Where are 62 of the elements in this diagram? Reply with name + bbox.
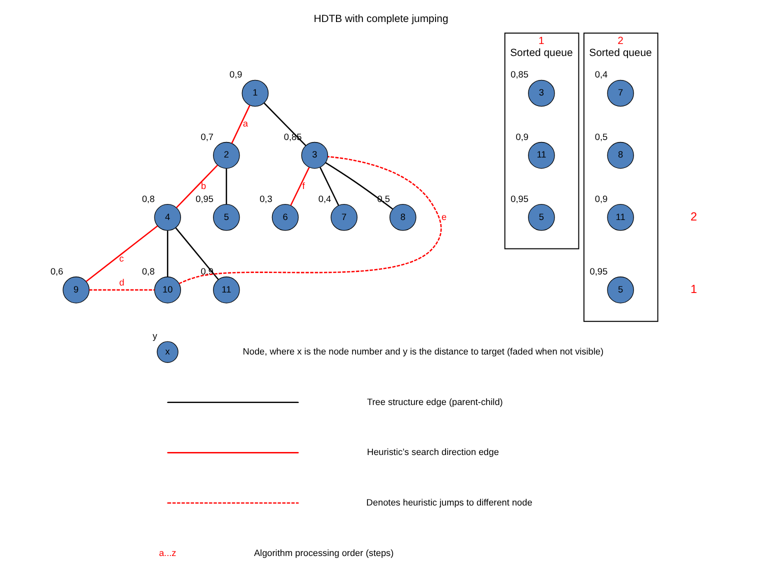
node-label: 0,85	[510, 70, 528, 80]
node-circle: 1	[242, 80, 269, 107]
legend-label: Tree structure edge (parent-child)	[367, 396, 503, 407]
label: a...z	[158, 548, 176, 558]
edge-label: a	[242, 118, 248, 129]
connector	[86, 225, 158, 282]
edge-label: f	[302, 180, 305, 191]
node-circle: 2	[213, 142, 240, 169]
connector	[89, 289, 155, 291]
edge-label: b	[201, 180, 206, 191]
connector	[176, 164, 218, 208]
legend-label: Heuristic’s search direction edge	[366, 447, 499, 458]
node-circle: 4	[154, 204, 181, 231]
node-label: 0,8	[142, 194, 155, 204]
node-label: 0,8	[142, 266, 155, 276]
node-circle: 5	[213, 204, 240, 231]
node-label: 0,95	[590, 266, 608, 276]
label: x	[165, 346, 170, 356]
connector	[325, 162, 394, 210]
node-circle: 11	[528, 142, 555, 169]
edge-label: c	[119, 253, 124, 264]
node-circle: 6	[272, 204, 299, 231]
node-circle: 5	[607, 276, 634, 304]
node-label: 0,95	[196, 194, 214, 204]
node-circle: 8	[390, 204, 416, 231]
node-label: 0,9	[594, 194, 608, 204]
legend-label: Node, where x is the node number and y is the distance to target (faded when not visible)	[242, 346, 604, 356]
edge-label: e	[442, 212, 447, 222]
connector	[231, 105, 250, 144]
edge-label: d	[119, 278, 124, 288]
node-label: 0,4	[318, 194, 332, 204]
connector	[175, 228, 219, 280]
node-circle: 3	[301, 142, 328, 169]
node-label: 0,3	[260, 194, 272, 204]
node-label: 0,9	[516, 132, 529, 142]
node-label: 0,5	[594, 132, 608, 142]
node-circle: 5	[528, 204, 555, 231]
node-label: 0,9	[230, 70, 242, 80]
connector	[166, 230, 168, 277]
node-circle: 10	[154, 276, 181, 304]
node-circle: 8	[607, 142, 634, 169]
connector	[290, 167, 310, 206]
connector	[178, 156, 442, 284]
node-circle: 11	[607, 204, 634, 231]
legend-label: Denotes heuristic jumps to different node	[366, 497, 532, 508]
node-label: 0,6	[50, 266, 64, 276]
node-circle: 3	[528, 80, 555, 107]
legend-label: Algorithm processing order (steps)	[254, 548, 394, 558]
connector	[320, 167, 340, 206]
connector	[264, 102, 306, 146]
node-label: 0,4	[594, 70, 608, 80]
node-circle: 7	[607, 80, 634, 107]
diagram-title: HDTB with complete jumping	[314, 14, 448, 25]
node-circle: 9	[62, 276, 90, 304]
connector	[226, 168, 228, 204]
node-circle: 7	[330, 204, 358, 231]
label: y	[152, 331, 158, 342]
node-label: 0,95	[510, 194, 528, 204]
label: 1	[690, 282, 698, 296]
node-label: 0,7	[200, 132, 214, 142]
label: 2	[690, 210, 698, 224]
node-circle: 11	[213, 276, 240, 304]
